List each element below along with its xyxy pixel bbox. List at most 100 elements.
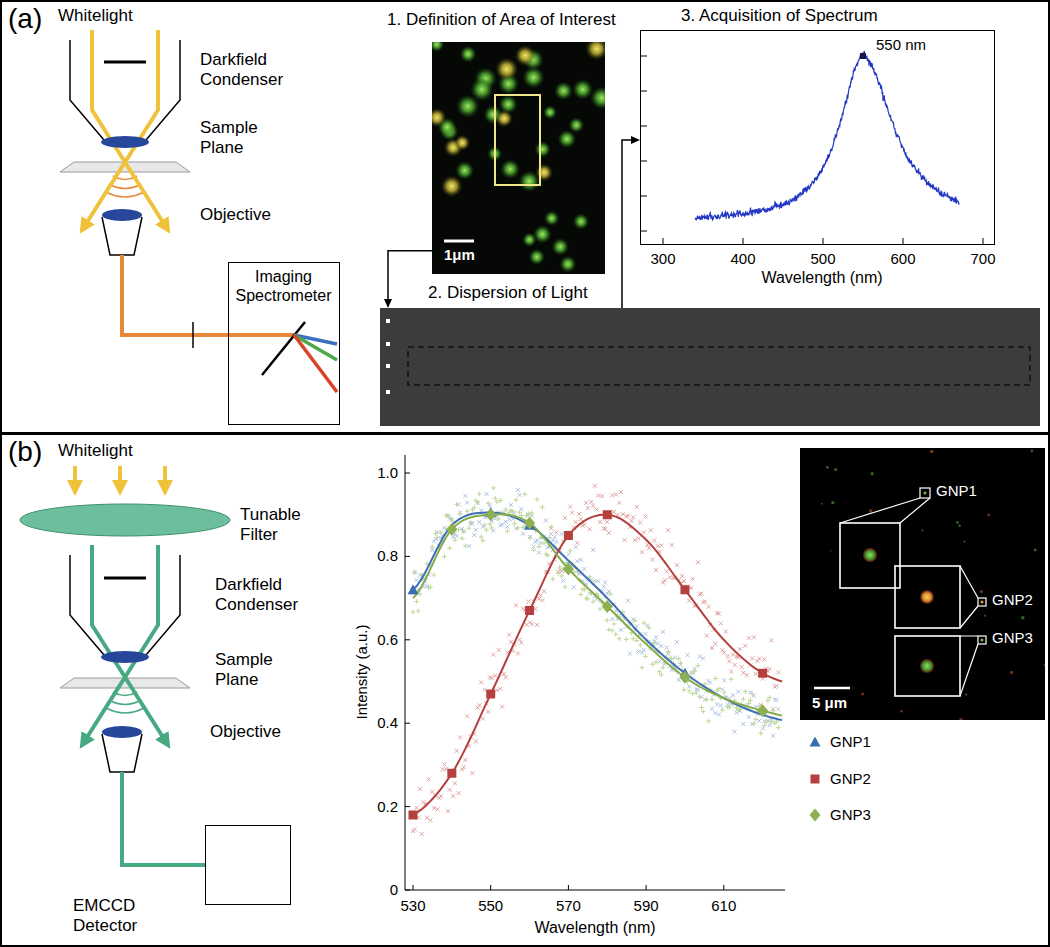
nanoparticle-image-artwork xyxy=(863,548,877,562)
nanoparticle-image-artwork xyxy=(978,598,986,606)
nanoparticle-image-artwork xyxy=(869,509,873,513)
box-title: Imaging Spectrometer xyxy=(233,267,334,305)
tick-label: 300 xyxy=(650,250,675,268)
darkfield-image-artwork xyxy=(568,117,584,133)
spectrometer-box: Imaging Spectrometer xyxy=(228,262,340,425)
legend-marker xyxy=(811,775,820,784)
data-scatter xyxy=(411,484,780,836)
darkfield-image-artwork xyxy=(432,108,447,127)
darkfield-image-artwork xyxy=(534,141,551,158)
dispersion-image-artwork xyxy=(380,308,1040,426)
tick-label: 0.4 xyxy=(377,714,398,732)
darkfield-image-artwork xyxy=(590,86,605,109)
nanoparticle-image-artwork xyxy=(895,636,960,696)
spectrum-plot-artwork xyxy=(641,161,647,162)
nanoparticle-image-artwork xyxy=(920,590,934,604)
fit-curve xyxy=(413,514,782,715)
objective-lens xyxy=(102,726,142,738)
figure-panel: (a)Imaging Spectrometer1. Definition of … xyxy=(0,0,1050,434)
spectrum-plot-artwork xyxy=(641,31,994,244)
particle-label: GNP2 xyxy=(992,591,1033,609)
data-marker xyxy=(446,508,768,717)
spectrum-plot-artwork xyxy=(641,196,647,197)
darkfield-image-artwork xyxy=(529,249,546,266)
darkfield-image: 1. Definition of Area of Interest1μm xyxy=(432,42,605,274)
tick-label: 1.0 xyxy=(377,464,398,482)
spectrum-plot-artwork xyxy=(641,91,647,92)
condenser-body xyxy=(70,555,180,655)
figure-panel: (b)EMCCD DetectorGNP1GNP2GNP35 μm xyxy=(0,433,1050,947)
darkfield-image-artwork xyxy=(522,232,537,247)
legend-text: GNP3 xyxy=(830,806,871,824)
nanoparticle-image-artwork xyxy=(959,718,962,720)
darkfield-image-artwork xyxy=(515,45,536,66)
condenser-lens xyxy=(101,136,149,148)
dispersion-image: 2. Dispersion of Light xyxy=(380,308,1040,426)
objective-body xyxy=(102,217,142,255)
dispersion-image-artwork xyxy=(402,343,1030,345)
axis-title: Intensity (a.u.) xyxy=(353,624,371,719)
condenser-stop xyxy=(104,61,146,64)
scale-label: 5 μm xyxy=(812,694,847,712)
darkfield-image-artwork xyxy=(518,171,540,193)
nanoparticle-image-artwork xyxy=(965,694,967,696)
darkfield-image-artwork xyxy=(432,42,444,52)
nanoparticle-image-artwork xyxy=(814,687,850,690)
entrance-slit xyxy=(192,322,194,348)
light-beam xyxy=(84,30,158,227)
data-marker xyxy=(409,510,768,819)
fit-curve xyxy=(413,515,782,815)
objective-body xyxy=(102,734,142,772)
spectrum-plot-artwork xyxy=(743,238,744,244)
setup-label: Objective xyxy=(210,722,281,742)
nanoparticle-image-artwork xyxy=(920,659,934,673)
darkfield-image-artwork xyxy=(444,240,474,243)
axis-title: Wavelength (nm) xyxy=(761,268,882,287)
darkfield-image-artwork xyxy=(455,161,474,180)
nanoparticle-image-artwork xyxy=(924,492,927,495)
flow-arrow-line xyxy=(622,140,634,308)
detector-box: EMCCD Detector xyxy=(205,825,291,905)
light-arrow xyxy=(73,466,77,488)
nanoparticle-image-artwork xyxy=(1031,450,1034,453)
tick-label: 610 xyxy=(711,897,736,915)
darkfield-image-artwork xyxy=(495,58,518,81)
nanoparticle-image-artwork xyxy=(834,468,837,471)
nanoparticle-image-artwork xyxy=(981,601,984,604)
tick-label: 500 xyxy=(810,250,835,268)
nanoparticle-image-artwork xyxy=(1034,548,1037,551)
darkfield-image-artwork xyxy=(499,95,518,114)
fit-curve xyxy=(413,513,782,721)
darkfield-image-artwork xyxy=(470,78,494,102)
nanoparticle-image-artwork xyxy=(830,550,832,552)
setup-label: Whitelight xyxy=(58,6,133,26)
spectrum-plot: 3. Acquisition of Spectrum xyxy=(640,30,995,245)
particle-label: GNP1 xyxy=(936,482,977,500)
tick-label: 0 xyxy=(390,881,398,899)
darkfield-image-artwork xyxy=(572,79,593,100)
tick-label: 700 xyxy=(970,250,995,268)
darkfield-image-artwork xyxy=(559,256,576,273)
setup-label: Sample Plane xyxy=(200,118,270,159)
nanoparticle-image-artwork xyxy=(1021,616,1025,620)
step-heading: 2. Dispersion of Light xyxy=(428,283,588,303)
nanoparticle-image-artwork xyxy=(900,710,903,713)
legend-marker xyxy=(810,809,821,822)
nanoparticle-image-artwork xyxy=(1010,671,1013,674)
dispersion-image-artwork xyxy=(380,308,1040,426)
dispersion-image-artwork xyxy=(408,347,1030,385)
setup-label: Whitelight xyxy=(58,441,133,461)
scale-label: 1μm xyxy=(444,246,475,264)
spectrum-plot-artwork xyxy=(641,31,994,244)
tick-label: 0.2 xyxy=(377,798,398,816)
darkfield-image-artwork xyxy=(495,95,540,185)
nanoparticle-image-artwork xyxy=(1044,664,1045,667)
spectrum-plot-artwork xyxy=(983,238,984,244)
nanoparticle-image-artwork xyxy=(984,615,986,617)
darkfield-image-artwork xyxy=(543,105,557,119)
light-arrow xyxy=(163,466,167,488)
tick-label: 590 xyxy=(634,897,659,915)
tick-label: 550 xyxy=(478,897,503,915)
setup-label: Tunable Filter xyxy=(240,505,310,546)
step-heading: 1. Definition of Area of Interest xyxy=(387,10,616,30)
